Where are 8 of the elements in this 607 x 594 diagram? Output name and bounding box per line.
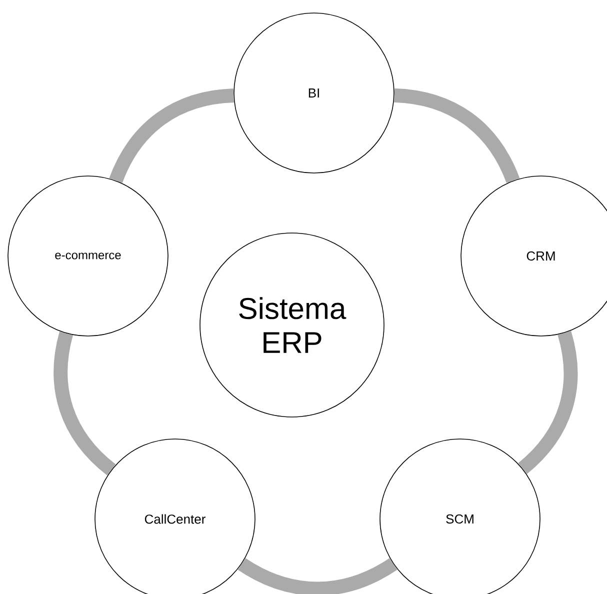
circle-node: Sistema ERP xyxy=(200,232,384,418)
ring-segment xyxy=(109,88,234,184)
ring-segment xyxy=(394,88,520,184)
circle-node: BI xyxy=(234,12,394,174)
ring-segment xyxy=(518,331,578,474)
ring-segment xyxy=(54,332,116,476)
circle-node: e-commerce xyxy=(8,176,168,336)
ring-segment xyxy=(238,558,397,594)
